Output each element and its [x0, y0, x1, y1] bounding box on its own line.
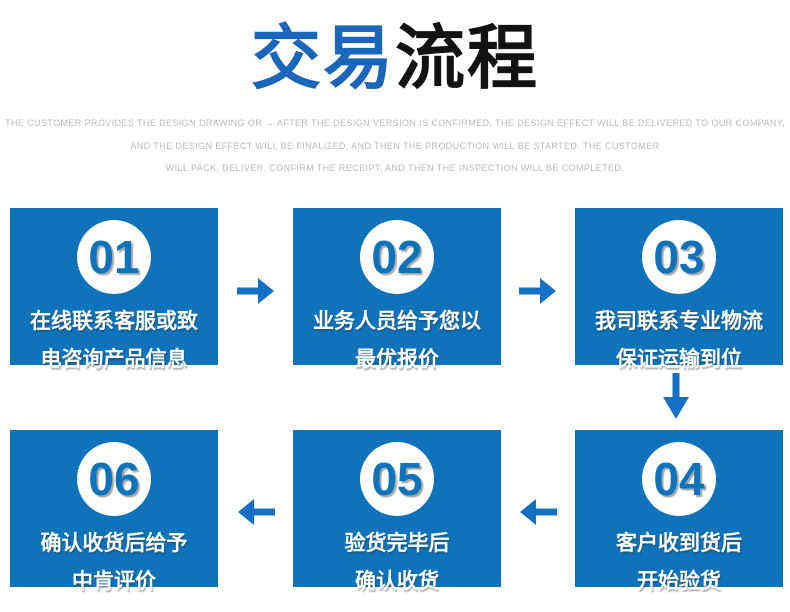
step-description: 在线联系客服或致 电咨询产品信息	[30, 303, 198, 379]
step-number: 05	[371, 453, 423, 505]
step-box-03: 03 我司联系专业物流 保证运输到位	[575, 208, 783, 371]
step-description: 验货完毕后 确认收货	[345, 525, 450, 601]
right-arrow-icon	[518, 273, 558, 309]
subtitle-line: WILL PACK, DELIVER, CONFIRM THE RECEIPT,…	[165, 163, 625, 173]
right-arrow-icon	[236, 273, 276, 309]
step-description-line: 业务人员给予您以	[313, 310, 481, 333]
step-number: 06	[88, 453, 140, 505]
step-number: 04	[653, 453, 705, 505]
step-description: 确认收货后给予 中肯评价	[41, 525, 188, 601]
left-arrow-icon	[518, 494, 558, 530]
subtitle-line: AND THE DESIGN EFFECT WILL BE FINALIZED,…	[130, 140, 660, 151]
step-description-line: 最优报价	[355, 348, 439, 371]
step-box-02: 02 业务人员给予您以 最优报价	[293, 208, 501, 371]
step-number-circle: 03	[642, 220, 716, 294]
subtitle-line: THE CUSTOMER PROVIDES THE DESIGN DRAWING…	[5, 118, 785, 128]
step-number: 03	[653, 231, 705, 283]
step-number-circle: 02	[360, 220, 434, 294]
step-box-01: 01 在线联系客服或致 电咨询产品信息	[10, 208, 218, 371]
step-box-06: 06 确认收货后给予 中肯评价	[10, 430, 218, 593]
step-box-04: 04 客户收到货后 开始验货	[575, 430, 783, 593]
page-title-blue-part: 交易	[251, 19, 395, 97]
step-description-line: 开始验货	[637, 570, 721, 593]
step-description: 业务人员给予您以 最优报价	[313, 303, 481, 379]
step-description-line: 电咨询产品信息	[40, 348, 188, 371]
step-description-line: 客户收到货后	[616, 532, 742, 555]
step-number-circle: 04	[642, 442, 716, 516]
step-number: 01	[88, 231, 140, 283]
step-description-line: 中肯评价	[72, 570, 156, 593]
step-description-line: 保证运输到位	[616, 348, 742, 371]
step-description-line: 在线联系客服或致	[30, 310, 198, 333]
step-description-line: 确认收货	[355, 570, 439, 593]
step-number-circle: 06	[77, 442, 151, 516]
subtitle: THE CUSTOMER PROVIDES THE DESIGN DRAWING…	[0, 112, 790, 180]
down-arrow-icon	[657, 372, 695, 422]
step-description-line: 验货完毕后	[344, 532, 450, 555]
page-title: 交易流程	[0, 16, 790, 100]
left-arrow-icon	[236, 494, 276, 530]
step-box-05: 05 验货完毕后 确认收货	[293, 430, 501, 593]
page-title-black-part: 流程	[395, 19, 539, 97]
step-description: 客户收到货后 开始验货	[616, 525, 742, 601]
step-number-circle: 05	[360, 442, 434, 516]
step-description-line: 确认收货后给予	[40, 532, 188, 555]
step-number: 02	[371, 231, 423, 283]
step-number-circle: 01	[77, 220, 151, 294]
step-description-line: 我司联系专业物流	[595, 310, 763, 333]
step-description: 我司联系专业物流 保证运输到位	[595, 303, 763, 379]
